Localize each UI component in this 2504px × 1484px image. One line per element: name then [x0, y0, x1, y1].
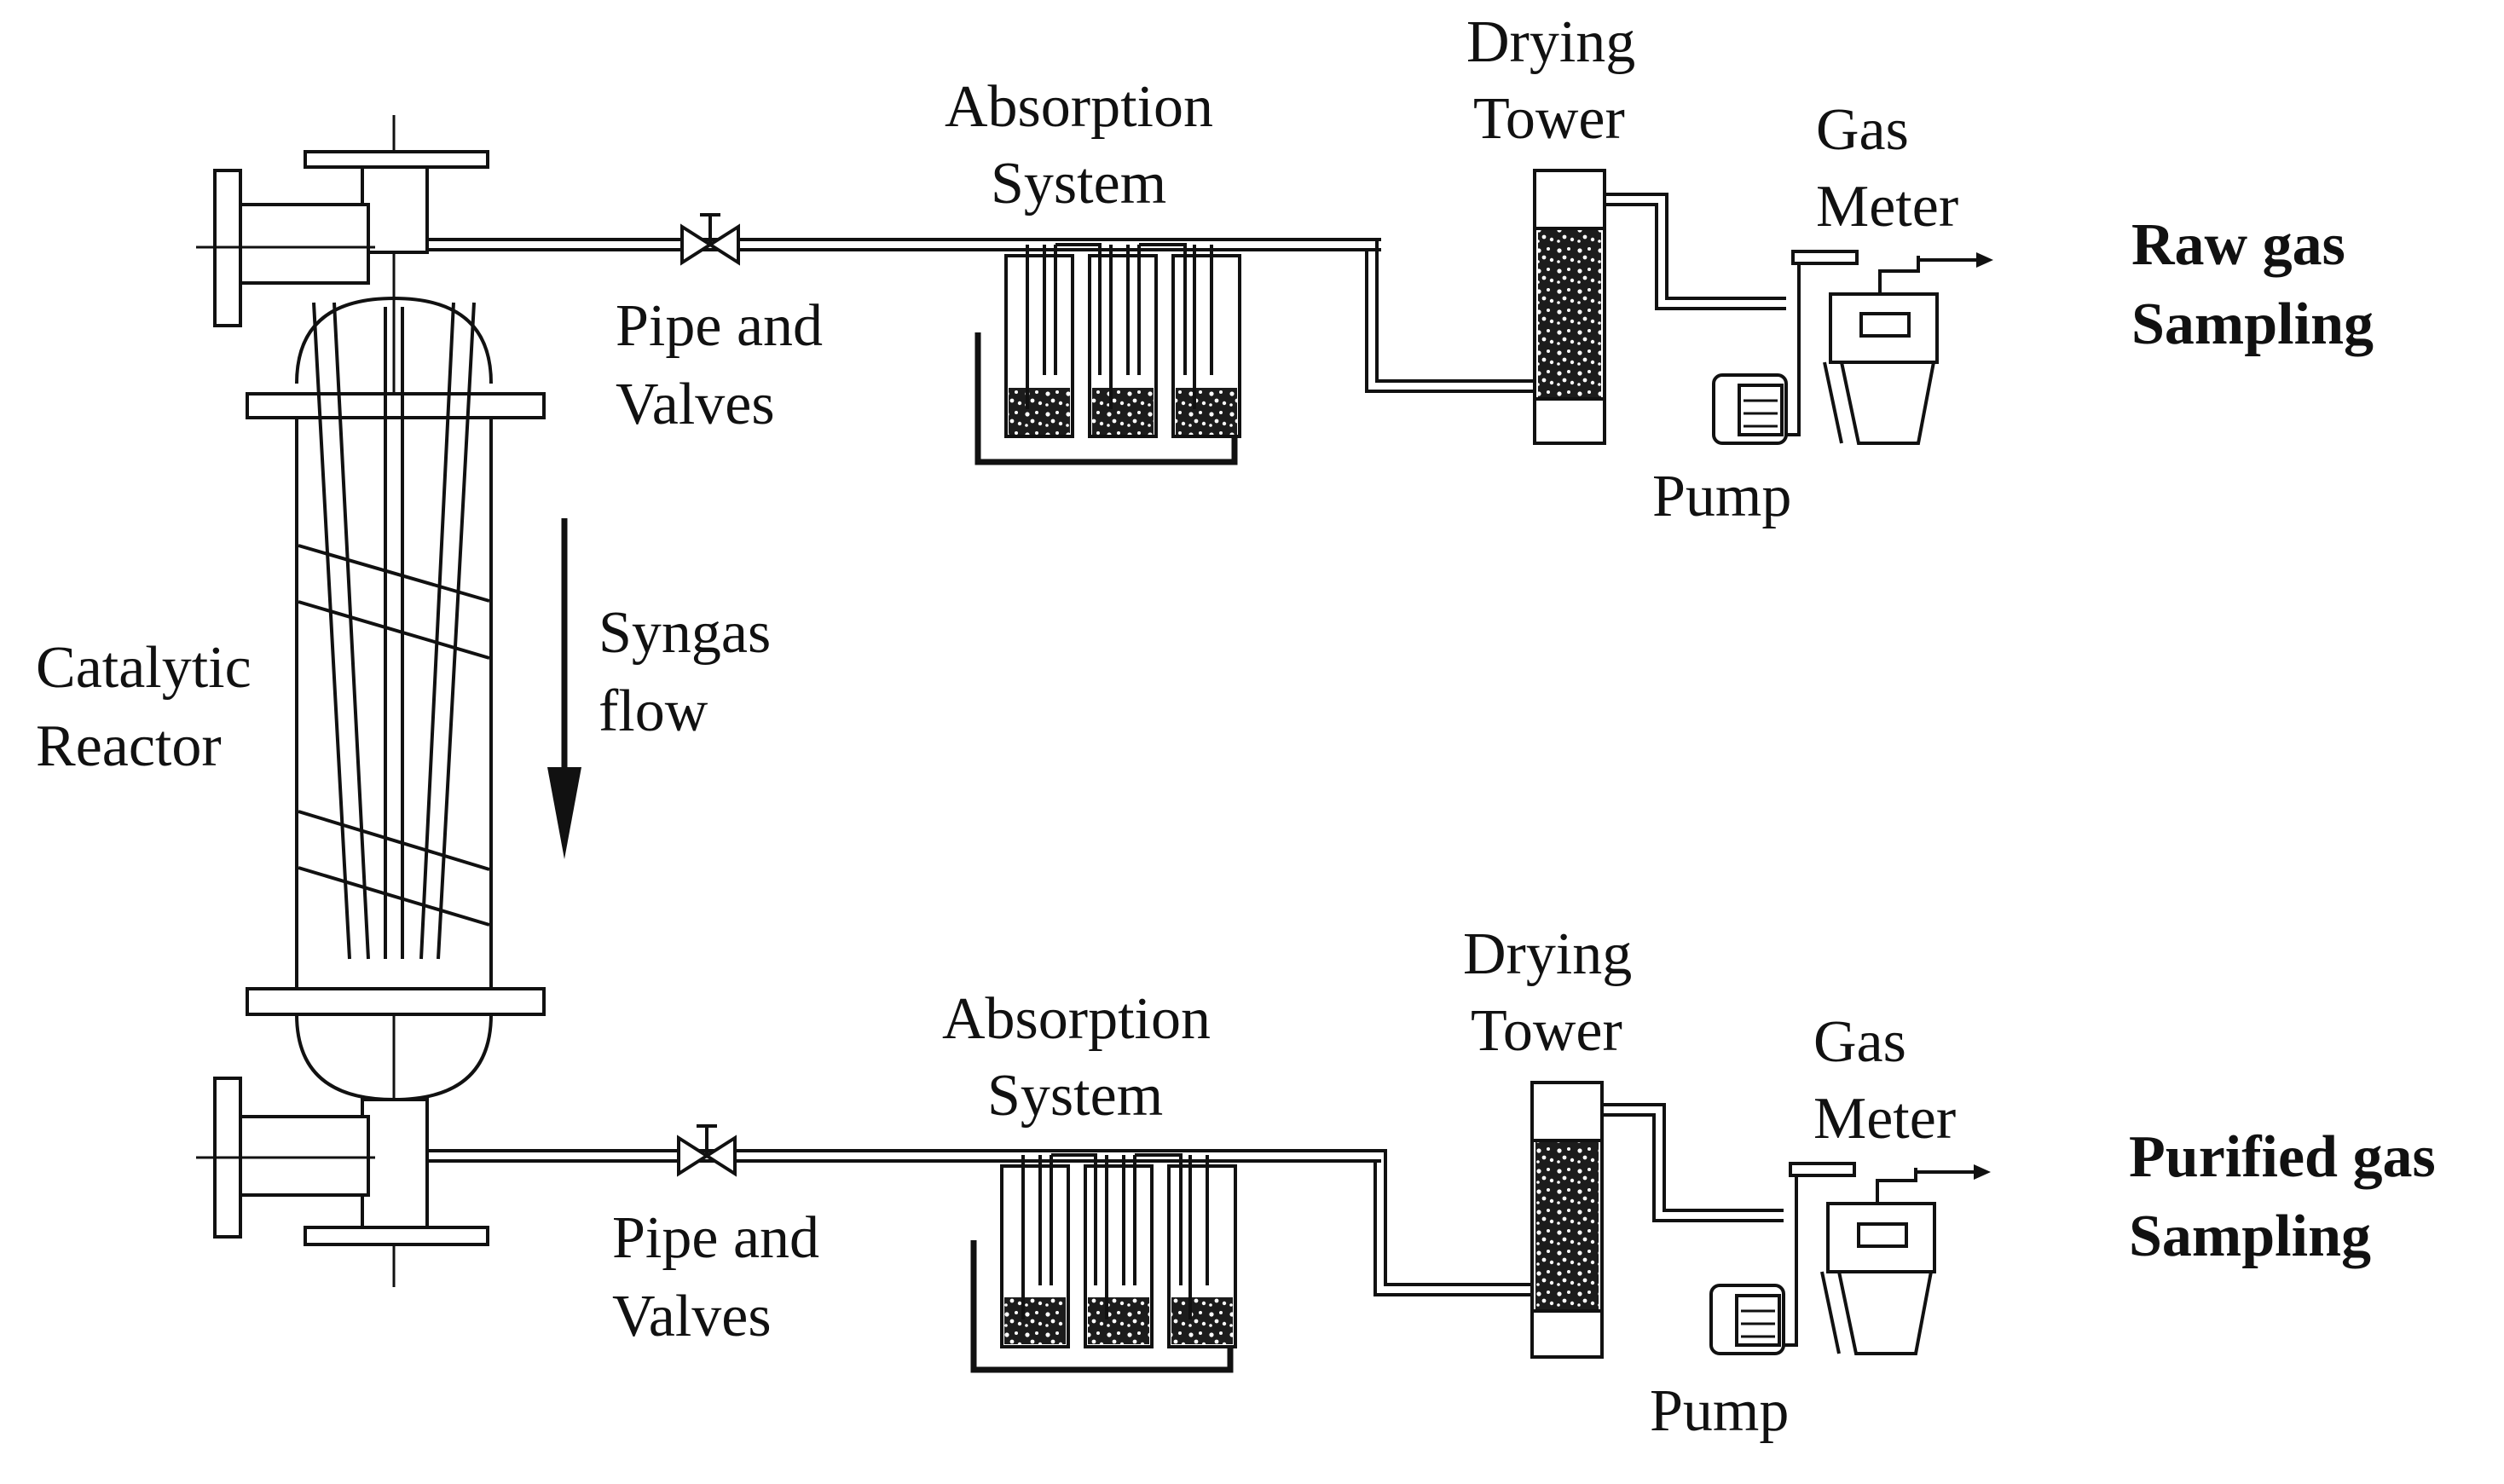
purified-gas-sampling-label: Sampling [2129, 1204, 2371, 1269]
drying-tower-label: Drying [1466, 9, 1635, 75]
drying-tower-label: Tower [1471, 998, 1622, 1064]
gas-meter [1789, 1162, 1991, 1355]
valve-icon [680, 213, 740, 266]
purified-gas-train [427, 1081, 1991, 1373]
gas-meter-label: Meter [1813, 1086, 1956, 1152]
valve-icon [677, 1124, 737, 1177]
pump-label: Pump [1652, 464, 1791, 529]
pipe-valves-label: Pipe and [616, 293, 823, 359]
gas-meter-label: Meter [1816, 174, 1958, 240]
absorption-system [974, 243, 1241, 465]
drying-tower [1530, 1081, 1604, 1359]
pipe-valves-label: Valves [616, 372, 775, 437]
gas-meter-label: Gas [1816, 97, 1909, 163]
pump-icon [1712, 254, 1816, 445]
absorption-label: System [991, 151, 1166, 217]
absorption-label: Absorption [945, 74, 1213, 140]
catalytic-reactor [196, 115, 546, 1287]
reactor-label: Reactor [36, 713, 222, 779]
pump-icon [1709, 1166, 1813, 1355]
raw-gas-sampling-label: Raw gas [2131, 212, 2345, 278]
pipe-valves-label: Valves [612, 1284, 772, 1349]
pipe-valves-label: Pipe and [612, 1205, 819, 1271]
drying-tower [1533, 169, 1606, 445]
gas-meter-label: Gas [1813, 1009, 1906, 1075]
gas-meter [1791, 250, 1993, 445]
absorption-label: Absorption [942, 986, 1211, 1052]
raw-gas-train [427, 169, 1993, 465]
drying-tower-label: Tower [1473, 86, 1625, 152]
drying-tower-label: Drying [1463, 921, 1632, 987]
syngas-flow-label: Syngas [599, 600, 771, 666]
raw-gas-sampling-label: Sampling [2131, 292, 2374, 357]
purified-gas-sampling-label: Purified gas [2129, 1124, 2436, 1190]
syngas-flow-arrow [547, 518, 581, 859]
absorption-system [970, 1153, 1237, 1373]
reactor-label: Catalytic [36, 635, 252, 701]
syngas-flow-label: flow [599, 678, 708, 744]
pump-label: Pump [1650, 1378, 1789, 1444]
absorption-label: System [987, 1063, 1163, 1129]
